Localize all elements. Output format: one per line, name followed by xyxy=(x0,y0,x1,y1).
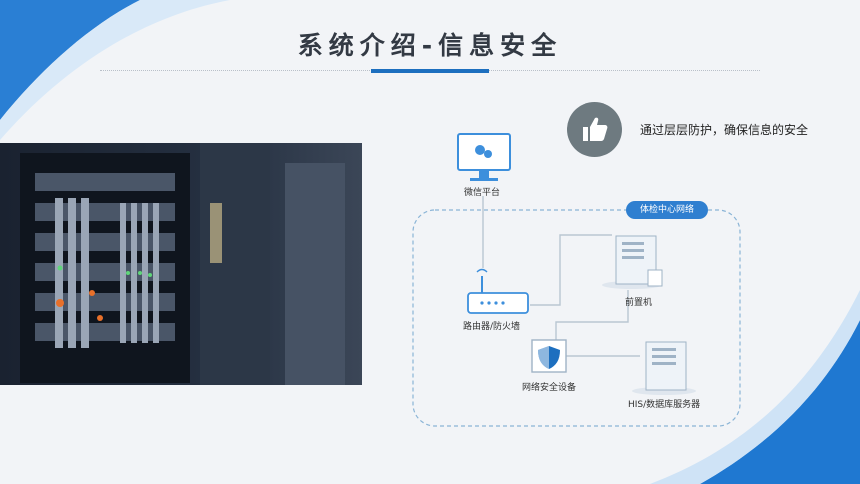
node-label-wechat: 微信平台 xyxy=(464,188,501,198)
security-caption: 通过层层防护，确保信息的安全 xyxy=(640,123,809,137)
title-accent-bar xyxy=(371,69,489,73)
server-icon xyxy=(602,235,663,289)
node-label-db-server: HIS/数据库服务器 xyxy=(628,400,701,410)
server-rack-photo xyxy=(0,143,362,385)
node-label-front-server: 前置机 xyxy=(625,298,653,308)
server-icon xyxy=(632,341,696,395)
node-label-router: 路由器/防火墙 xyxy=(463,322,521,332)
center-network-zone xyxy=(412,209,741,427)
node-label-security-device: 网络安全设备 xyxy=(522,383,577,393)
shield-icon xyxy=(531,339,567,373)
thumbs-up-badge xyxy=(567,102,622,157)
router-icon xyxy=(467,268,529,314)
link-router-frontserver xyxy=(530,234,612,306)
monitor-icon xyxy=(457,133,511,181)
center-network-label: 体检中心网络 xyxy=(626,201,708,219)
thumbs-up-icon xyxy=(583,117,608,141)
link-frontserver-security xyxy=(555,290,629,340)
page-title: 系统介绍-信息安全 xyxy=(297,31,563,60)
